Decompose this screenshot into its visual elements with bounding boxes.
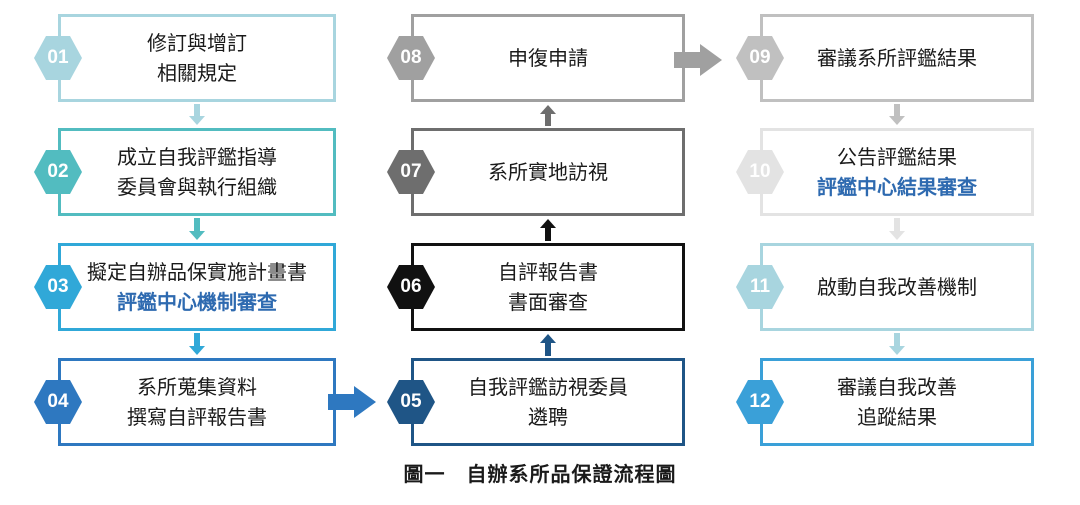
step-06-box: 自評報告書 書面審查 — [411, 243, 685, 331]
step-10-label: 公告評鑑結果 評鑑中心結果審查 — [817, 142, 977, 202]
step-10-box: 公告評鑑結果 評鑑中心結果審查 — [760, 128, 1034, 216]
step-12-box: 審議自我改善 追蹤結果 — [760, 358, 1034, 446]
arrow-10-11-head — [889, 231, 905, 240]
arrow-11-12-stem — [894, 333, 900, 346]
step-06-label: 自評報告書 書面審查 — [498, 257, 598, 317]
step-10-line-2: 評鑑中心結果審查 — [817, 175, 977, 199]
step-11-label: 啟動自我改善機制 — [817, 272, 977, 302]
step-04-label: 系所蒐集資料 撰寫自評報告書 — [127, 372, 267, 432]
arrow-08-09-shape — [674, 44, 722, 76]
arrow-06-07-stem — [545, 228, 551, 241]
arrow-08-09 — [674, 44, 722, 76]
arrow-02-03-head — [189, 231, 205, 240]
arrow-03-04-head — [189, 346, 205, 355]
step-05-box: 自我評鑑訪視委員 遴聘 — [411, 358, 685, 446]
step-08-box: 申復申請 — [411, 14, 685, 102]
step-10-line-1: 公告評鑑結果 — [837, 145, 957, 169]
step-02-line-1: 成立自我評鑑指導 — [117, 145, 277, 169]
arrow-01-02-head — [189, 116, 205, 125]
step-01-label: 修訂與增訂 相關規定 — [147, 28, 247, 88]
step-02-label: 成立自我評鑑指導 委員會與執行組織 — [117, 142, 277, 202]
step-05-badge: 05 — [387, 380, 435, 424]
step-01-box: 修訂與增訂 相關規定 — [58, 14, 336, 102]
step-06-badge: 06 — [387, 265, 435, 309]
step-03-badge: 03 — [34, 265, 82, 309]
arrow-05-06-stem — [545, 343, 551, 356]
arrow-05-06-head — [540, 334, 556, 343]
step-06-line-2: 書面審查 — [508, 290, 588, 314]
arrow-02-03-stem — [194, 218, 200, 231]
arrow-04-05-shape — [328, 386, 376, 418]
step-04-line-1: 系所蒐集資料 — [137, 375, 257, 399]
step-02-line-2: 委員會與執行組織 — [117, 175, 277, 199]
step-12-label: 審議自我改善 追蹤結果 — [837, 372, 957, 432]
step-01-line-2: 相關規定 — [157, 61, 237, 85]
step-12-line-1: 審議自我改善 — [837, 375, 957, 399]
step-05-label: 自我評鑑訪視委員 遴聘 — [468, 372, 628, 432]
step-11-box: 啟動自我改善機制 — [760, 243, 1034, 331]
arrow-11-12-head — [889, 346, 905, 355]
step-03-label: 擬定自辦品保實施計畫書 評鑑中心機制審查 — [87, 257, 307, 317]
step-09-label: 審議系所評鑑結果 — [817, 43, 977, 73]
step-06-line-1: 自評報告書 — [498, 260, 598, 284]
figure-caption: 圖一 自辦系所品保證流程圖 — [403, 462, 677, 486]
step-08-line-1: 申復申請 — [508, 46, 588, 70]
arrow-09-10-head — [889, 116, 905, 125]
step-02-box: 成立自我評鑑指導 委員會與執行組織 — [58, 128, 336, 216]
step-05-line-1: 自我評鑑訪視委員 — [468, 375, 628, 399]
step-07-label: 系所實地訪視 — [488, 157, 608, 187]
step-09-line-1: 審議系所評鑑結果 — [817, 46, 977, 70]
step-01-line-1: 修訂與增訂 — [147, 31, 247, 55]
step-12-badge: 12 — [736, 380, 784, 424]
step-04-badge: 04 — [34, 380, 82, 424]
arrow-01-02-stem — [194, 104, 200, 116]
arrow-06-07-head — [540, 219, 556, 228]
arrow-07-08-head — [540, 105, 556, 114]
step-04-box: 系所蒐集資料 撰寫自評報告書 — [58, 358, 336, 446]
arrow-03-04-stem — [194, 333, 200, 346]
step-12-line-2: 追蹤結果 — [857, 405, 937, 429]
step-09-box: 審議系所評鑑結果 — [760, 14, 1034, 102]
step-03-box: 擬定自辦品保實施計畫書 評鑑中心機制審查 — [58, 243, 336, 331]
step-03-line-2: 評鑑中心機制審查 — [117, 290, 277, 314]
arrow-10-11-stem — [894, 218, 900, 231]
step-11-line-1: 啟動自我改善機制 — [817, 275, 977, 299]
arrow-07-08-stem — [545, 114, 551, 126]
arrow-09-10-stem — [894, 104, 900, 116]
step-07-line-1: 系所實地訪視 — [488, 160, 608, 184]
arrow-04-05 — [328, 386, 376, 418]
step-04-line-2: 撰寫自評報告書 — [127, 405, 267, 429]
step-08-label: 申復申請 — [508, 43, 588, 73]
step-05-line-2: 遴聘 — [528, 405, 568, 429]
step-07-box: 系所實地訪視 — [411, 128, 685, 216]
step-11-badge: 11 — [736, 265, 784, 309]
step-03-line-1: 擬定自辦品保實施計畫書 — [87, 260, 307, 284]
